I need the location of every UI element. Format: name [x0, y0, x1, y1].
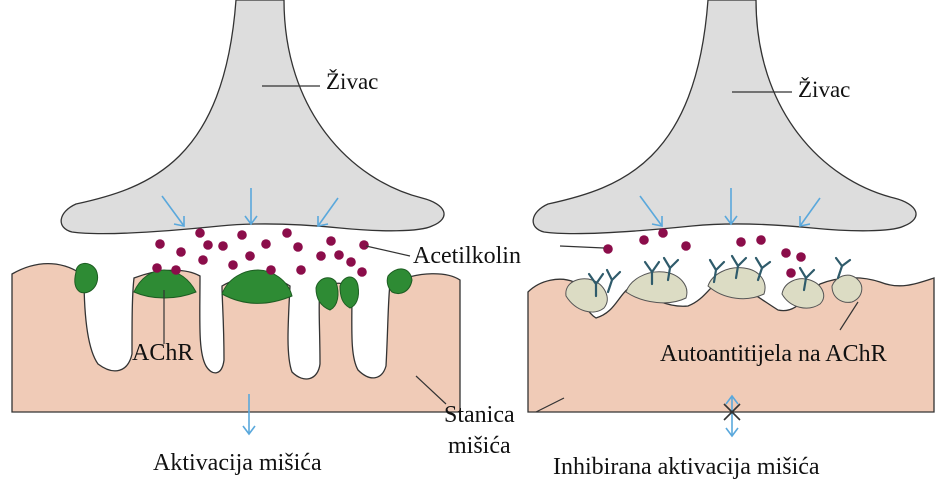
muscle-cell-label-line1: Stanica — [444, 402, 515, 428]
nerve-terminal-right — [533, 0, 916, 234]
ach-molecule — [736, 237, 746, 247]
acetylcholine-left — [152, 228, 369, 277]
ach-molecule — [266, 265, 276, 275]
ach-molecule — [218, 241, 228, 251]
ach-right-leader — [560, 246, 604, 248]
ach-molecule — [639, 235, 649, 245]
ach-molecule — [796, 252, 806, 262]
ach-molecule — [781, 248, 791, 258]
nerve-label-left: Živac — [326, 70, 378, 93]
muscle-cell-label-line2: mišića — [448, 433, 511, 459]
ach-molecule — [293, 242, 303, 252]
ach-molecule — [282, 228, 292, 238]
ach-molecule — [237, 230, 247, 240]
activation-label: Aktivacija mišića — [153, 451, 322, 475]
antibody — [756, 258, 770, 280]
ach-molecule — [195, 228, 205, 238]
ach-molecule — [316, 251, 326, 261]
antibody — [607, 270, 620, 292]
right-panel — [528, 0, 934, 436]
ach-molecule — [334, 250, 344, 260]
receptor — [75, 263, 98, 292]
ach-molecule — [326, 236, 336, 246]
ach-molecule — [357, 267, 367, 277]
ach-molecule — [228, 260, 238, 270]
ach-molecule — [261, 239, 271, 249]
ach-molecule — [203, 240, 213, 250]
ach-left-leader — [366, 246, 410, 256]
acetylcholine-label: Acetilkolin — [413, 244, 521, 268]
receptor-label: AChR — [132, 341, 193, 365]
autoantibodies-label: Autoantitijela na AChR — [660, 342, 887, 366]
ach-molecule — [296, 265, 306, 275]
ach-molecule — [152, 263, 162, 273]
receptor — [782, 279, 824, 308]
ach-molecule — [198, 255, 208, 265]
ach-molecule — [681, 241, 691, 251]
receptor — [832, 275, 862, 302]
ach-molecule — [756, 235, 766, 245]
nerve-label-right: Živac — [798, 78, 850, 101]
ach-molecule — [171, 265, 181, 275]
ach-molecule — [176, 247, 186, 257]
ach-molecule — [155, 239, 165, 249]
muscle-cell-label: Stanica mišića — [444, 400, 515, 462]
ach-molecule — [786, 268, 796, 278]
ach-molecule — [658, 228, 668, 238]
acetylcholine-right — [603, 228, 806, 278]
ach-molecule — [603, 244, 613, 254]
left-panel — [12, 0, 460, 434]
nerve-terminal-left — [61, 0, 444, 234]
inhibited-activation-label: Inhibirana aktivacija mišića — [553, 455, 820, 479]
ach-molecule — [245, 251, 255, 261]
receptor — [222, 270, 292, 303]
ach-molecule — [346, 257, 356, 267]
ach-molecule — [359, 240, 369, 250]
